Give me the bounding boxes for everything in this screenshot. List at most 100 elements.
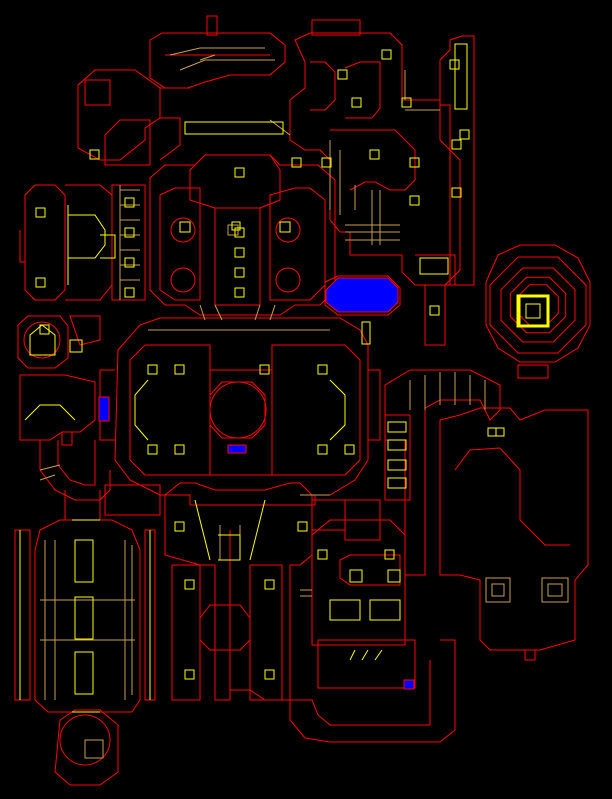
door-frame: [361, 321, 371, 345]
wall-line: [524, 650, 536, 661]
wall-line: [24, 184, 66, 301]
wall-line: [129, 344, 211, 476]
step-box: [491, 583, 505, 597]
trigger-rect: [329, 599, 361, 621]
trigger-line: [194, 499, 211, 561]
wall-line: [164, 482, 313, 701]
thing-marker: [124, 227, 135, 238]
thing-marker: [317, 364, 328, 375]
thing-marker: [124, 197, 135, 208]
thing-marker: [35, 207, 46, 218]
step-line: [179, 59, 275, 71]
trigger-rect: [231, 221, 241, 231]
wall-line: [269, 187, 326, 301]
wall-ring: [509, 276, 567, 334]
step-line: [269, 304, 276, 321]
thing-marker: [234, 247, 245, 258]
step-box: [541, 577, 569, 603]
thing-marker: [291, 157, 302, 168]
wall-ring: [517, 284, 559, 326]
wall-line: [271, 344, 361, 476]
thing-marker: [344, 444, 355, 455]
wall-line: [290, 660, 431, 726]
thing-marker: [451, 139, 462, 150]
step-line: [169, 47, 265, 56]
step-box: [84, 739, 104, 759]
thing-marker: [174, 444, 185, 455]
trigger-rect: [349, 569, 363, 583]
trigger-line: [249, 499, 266, 561]
blue-door-center: [227, 444, 247, 454]
wall-line: [189, 154, 281, 209]
wall-line: [384, 369, 501, 576]
wall-line: [19, 230, 25, 263]
trigger-line: [349, 649, 383, 661]
trigger-line: [519, 295, 549, 327]
wall-line: [144, 529, 156, 701]
trigger-rect: [387, 421, 407, 433]
step-line: [254, 304, 261, 321]
trigger-rect: [487, 427, 497, 437]
wall-line: [149, 32, 286, 89]
wall-line: [368, 369, 381, 441]
wall-line: [61, 432, 73, 446]
thing-marker: [429, 305, 440, 316]
thing-marker: [184, 579, 195, 590]
trigger-rect: [419, 257, 449, 275]
thing-marker: [384, 549, 395, 560]
wall-line: [317, 639, 416, 689]
trigger-line: [100, 234, 116, 259]
wall-line: [454, 447, 570, 546]
thing-marker: [401, 97, 412, 108]
wall-circle: [275, 267, 301, 293]
wall-line: [14, 529, 31, 701]
wall-line: [344, 61, 381, 119]
trigger-rect: [179, 221, 191, 233]
trigger-rect: [74, 596, 94, 640]
thing-marker: [259, 364, 270, 375]
map-locked-doors: [98, 277, 415, 690]
thing-marker: [297, 521, 308, 532]
thing-marker: [351, 97, 362, 108]
trigger-line: [29, 324, 56, 356]
wall-ring: [489, 256, 587, 354]
step-line: [199, 304, 206, 321]
wall-line: [206, 15, 218, 36]
wall-line: [104, 484, 161, 516]
thing-marker: [174, 521, 185, 532]
wall-circle: [23, 321, 61, 359]
wall-line: [114, 317, 369, 506]
thing-marker: [337, 69, 348, 80]
wall-line: [330, 129, 416, 191]
trigger-rect: [74, 539, 94, 583]
wall-line: [517, 364, 549, 379]
thing-marker: [459, 129, 470, 140]
thing-marker: [89, 149, 100, 160]
thing-marker: [35, 277, 46, 288]
exit-pad: [516, 294, 550, 328]
trigger-line: [134, 379, 149, 441]
trigger-line: [218, 534, 241, 561]
wall-line: [199, 604, 251, 651]
thing-marker: [39, 324, 50, 335]
trigger-rect: [369, 599, 401, 621]
exit-pad-inner: [525, 303, 541, 319]
wall-line: [34, 519, 141, 713]
wall-line: [104, 119, 151, 166]
wall-line: [485, 244, 591, 363]
map-steps: [39, 47, 569, 759]
wall-ring: [500, 267, 576, 343]
wall-line: [159, 117, 181, 161]
trigger-line: [68, 214, 106, 259]
wall-line: [84, 79, 111, 106]
thing-marker: [184, 669, 195, 680]
wall-circle: [170, 267, 196, 293]
wall-line: [77, 69, 161, 161]
thing-marker: [124, 287, 135, 298]
wall-line: [57, 440, 96, 486]
wall-line: [312, 499, 346, 531]
thing-marker: [264, 669, 275, 680]
trigger-line: [329, 379, 346, 441]
wall-line: [159, 187, 201, 301]
